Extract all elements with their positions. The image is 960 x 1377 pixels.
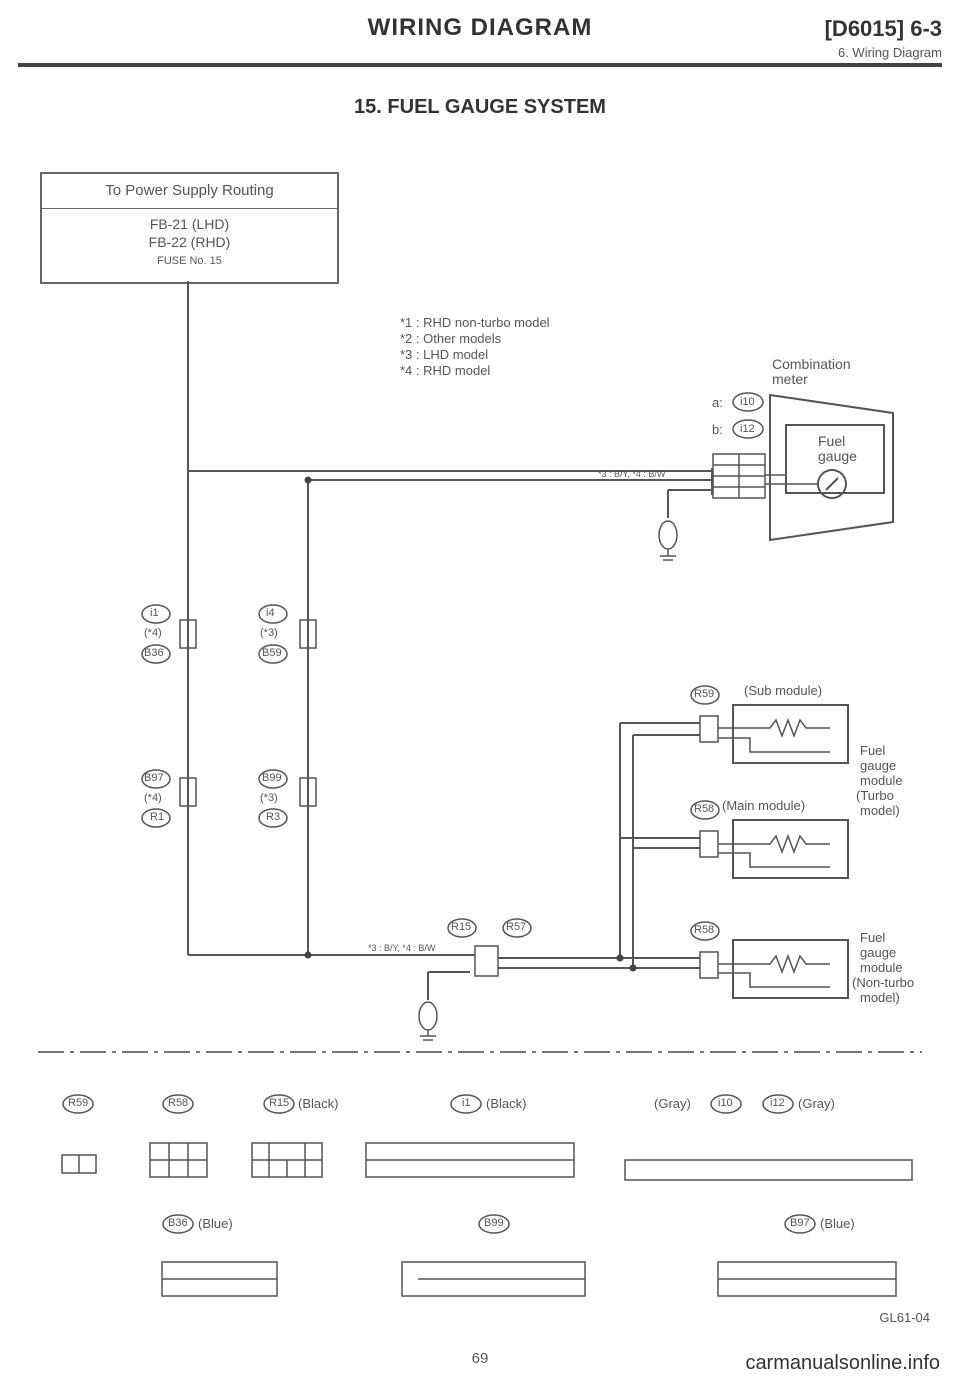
conn-b97-note: (*4) bbox=[144, 792, 162, 804]
view-i1-color: (Black) bbox=[486, 1096, 527, 1111]
view-r15-color: (Black) bbox=[298, 1096, 339, 1111]
conn-b99-note: (*3) bbox=[260, 792, 278, 804]
top-wire-label: *3 : B/Y, *4 : B/W bbox=[598, 469, 666, 479]
view-i1-id: i1 bbox=[462, 1097, 471, 1109]
power-supply-heading: To Power Supply Routing bbox=[42, 174, 337, 209]
sub-module-id: R59 bbox=[694, 688, 715, 700]
non-turbo-module-label: Fuel gauge module (Non-turbo model) bbox=[852, 930, 915, 1005]
note-4: *4 : RHD model bbox=[400, 363, 491, 378]
view-r58-id: R58 bbox=[168, 1097, 189, 1109]
figure-code: GL61-04 bbox=[879, 1310, 930, 1325]
view-b97-color: (Blue) bbox=[820, 1216, 855, 1231]
note-3: *3 : LHD model bbox=[400, 347, 489, 362]
header-code: [D6015] 6-3 bbox=[824, 16, 942, 41]
conn-b99-label: B99 bbox=[262, 772, 282, 784]
note-2: *2 : Other models bbox=[400, 331, 502, 346]
watermark: carmanualsonline.info bbox=[745, 1352, 940, 1374]
system-title: 15. FUEL GAUGE SYSTEM bbox=[354, 96, 606, 118]
power-supply-line3: FUSE No. 15 bbox=[157, 255, 222, 267]
power-supply-line1: FB-21 (LHD) bbox=[149, 216, 230, 232]
conn-b59-label: B59 bbox=[262, 647, 282, 659]
power-supply-box: To Power Supply Routing FB-21 (LHD) FB-2… bbox=[40, 172, 339, 284]
view-b97-id: B97 bbox=[790, 1217, 810, 1229]
view-r59-id: R59 bbox=[68, 1097, 89, 1109]
power-supply-line2: FB-22 (RHD) bbox=[148, 234, 231, 250]
view-i10-color: (Gray) bbox=[654, 1096, 691, 1111]
combination-meter-title: Combination meter bbox=[772, 356, 851, 387]
bottom-wire-label: *3 : B/Y, *4 : B/W bbox=[368, 943, 436, 953]
view-b99-id: B99 bbox=[484, 1217, 504, 1229]
view-i10-id: i10 bbox=[718, 1097, 733, 1109]
meter-conn-a-label: a: bbox=[712, 395, 723, 410]
conn-r15-label: R15 bbox=[451, 921, 472, 933]
meter-conn-b-label: b: bbox=[712, 422, 723, 437]
conn-i1-label: i1 bbox=[150, 607, 159, 619]
conn-b97-label: B97 bbox=[144, 772, 164, 784]
conn-r3-label: R3 bbox=[266, 811, 281, 823]
conn-i4-label: i4 bbox=[266, 607, 275, 619]
header-title: WIRING DIAGRAM bbox=[367, 14, 593, 41]
header-subtitle: 6. Wiring Diagram bbox=[837, 45, 942, 60]
conn-r1-label: R1 bbox=[150, 811, 165, 823]
sub-module-label: (Sub module) bbox=[744, 683, 823, 698]
main-module-label: (Main module) bbox=[722, 798, 806, 813]
meter-conn-a-id: i10 bbox=[740, 396, 755, 408]
conn-b36-label: B36 bbox=[144, 647, 164, 659]
conn-i1-note: (*4) bbox=[144, 627, 162, 639]
model-notes: *1 : RHD non-turbo model *2 : Other mode… bbox=[400, 315, 550, 379]
conn-i4-note: (*3) bbox=[260, 627, 278, 639]
view-b36-color: (Blue) bbox=[198, 1216, 233, 1231]
conn-r57-label: R57 bbox=[506, 921, 527, 933]
meter-conn-b-id: i12 bbox=[740, 423, 755, 435]
page-number: 69 bbox=[471, 1350, 489, 1367]
view-i12-id: i12 bbox=[770, 1097, 785, 1109]
main-module-id: R58 bbox=[694, 803, 715, 815]
view-b36-id: B36 bbox=[168, 1217, 188, 1229]
view-i12-color: (Gray) bbox=[798, 1096, 835, 1111]
fuel-gauge-label: Fuel gauge bbox=[818, 433, 857, 464]
header-rule bbox=[18, 63, 942, 67]
note-1: *1 : RHD non-turbo model bbox=[400, 315, 550, 330]
view-r15-id: R15 bbox=[269, 1097, 290, 1109]
non-turbo-module-id: R58 bbox=[694, 924, 715, 936]
turbo-module-label: Fuel gauge module (Turbo model) bbox=[856, 743, 903, 818]
